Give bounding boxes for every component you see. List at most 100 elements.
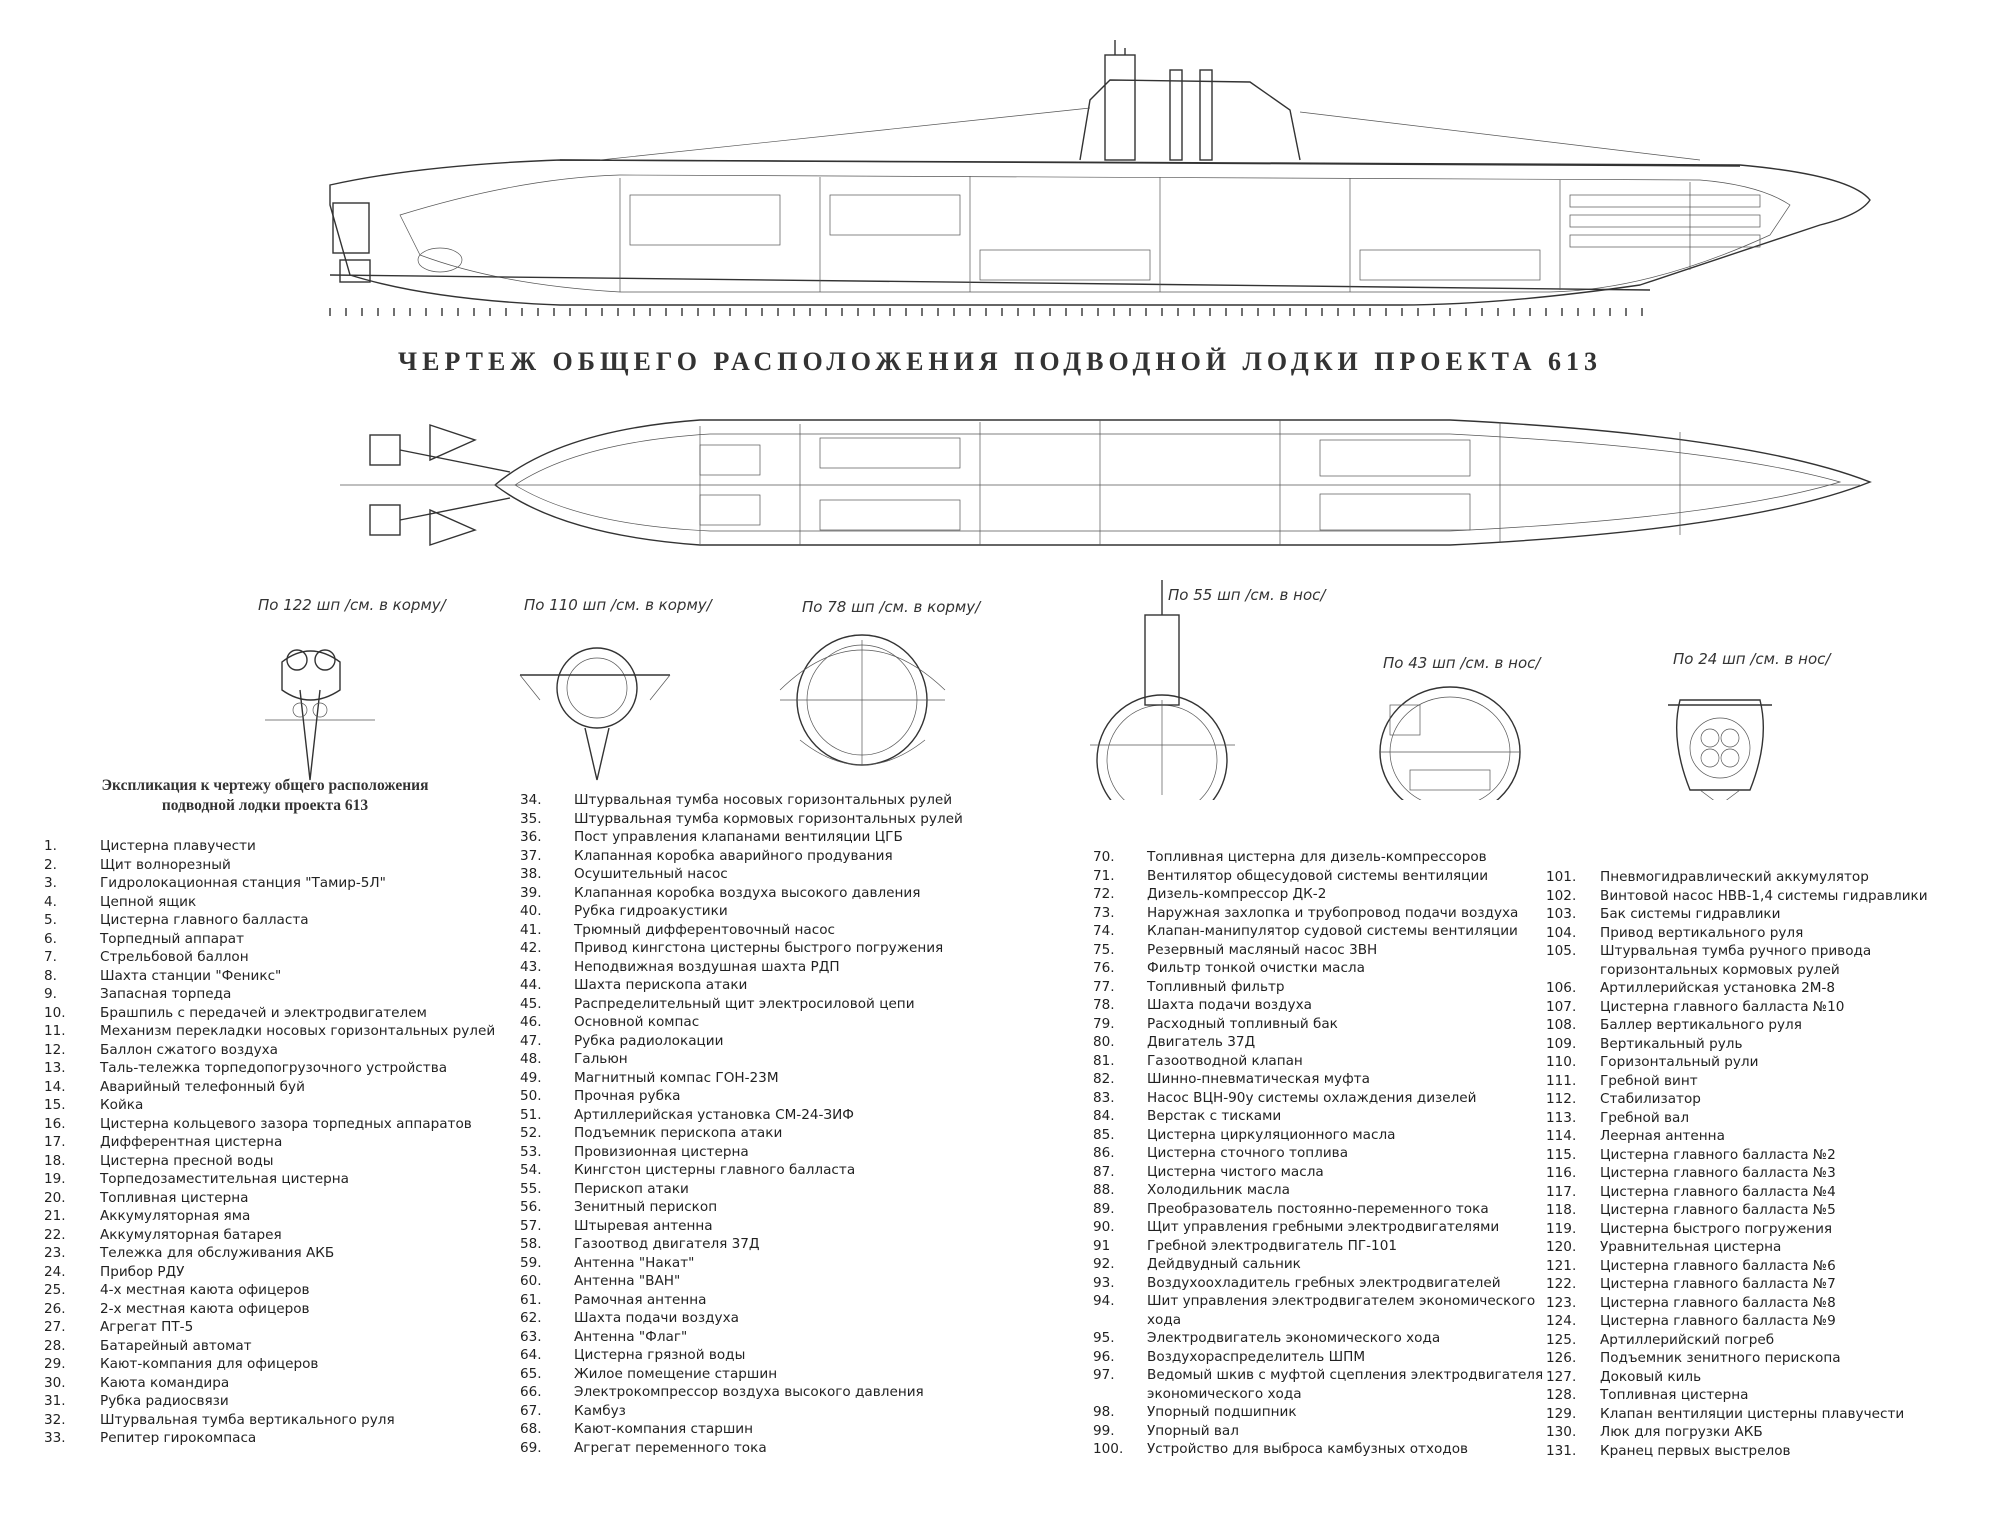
- legend-item: 129.Клапан вентиляции цистерны плавучест…: [1546, 1405, 1990, 1424]
- legend-item-number: 118.: [1546, 1202, 1577, 1218]
- legend-item-number: 117.: [1546, 1183, 1577, 1200]
- legend-item-text: Цистерна главного балласта №3: [1600, 1165, 1836, 1181]
- legend-item-text: Цистерна главного балласта №6: [1600, 1257, 1836, 1274]
- drawing-title: ЧЕРТЕЖ ОБЩЕГО РАСПОЛОЖЕНИЯ ПОДВОДНОЙ ЛОД…: [398, 347, 1602, 376]
- legend-item: 44.Шахта перископа атаки: [520, 976, 1024, 995]
- legend-item-number: 127.: [1546, 1368, 1577, 1385]
- legend-item-text: Шахта подачи воздуха: [574, 1310, 739, 1326]
- legend-item-number: 20.: [44, 1189, 66, 1206]
- legend-item-number: 33.: [44, 1430, 66, 1446]
- legend-item-text: Расходный топливный бак: [1147, 1015, 1338, 1032]
- legend-item: 88.Холодильник масла: [1093, 1181, 1547, 1200]
- legend-item-number: 74.: [1093, 923, 1115, 939]
- legend-item-number: 2.: [44, 856, 57, 873]
- legend-item-text: Дейдвудный сальник: [1147, 1256, 1301, 1272]
- legend-item-number: 26.: [44, 1300, 66, 1317]
- legend-item-text: Перископ атаки: [574, 1180, 689, 1197]
- legend-item-text: Цистерна циркуляционного масла: [1147, 1126, 1396, 1143]
- legend-item-text: Топливная цистерна для дизель-компрессор…: [1147, 849, 1487, 865]
- legend-item: 62.Шахта подачи воздуха: [520, 1309, 1024, 1328]
- legend-item-number: 19.: [44, 1171, 66, 1187]
- legend-item: 19. Торпедозаместительная цистерна: [44, 1170, 500, 1189]
- legend-item-text: Топливная цистерна: [1600, 1387, 1749, 1403]
- legend-item-text: Прибор РДУ: [100, 1263, 185, 1280]
- legend-item-number: 114.: [1546, 1128, 1577, 1144]
- legend-item-number: 82.: [1093, 1071, 1115, 1087]
- legend-item-text: Баллон сжатого воздуха: [100, 1041, 278, 1058]
- legend-item: 4.Цепной ящик: [44, 893, 500, 912]
- legend-item-number: 45.: [520, 995, 542, 1012]
- legend-item: 119.Цистерна быстрого погружения: [1546, 1220, 1990, 1239]
- legend-item-text: Шит управления электродвигателем экономи…: [1147, 1293, 1536, 1328]
- legend-item-text: Привод вертикального руля: [1600, 924, 1804, 941]
- legend-item-text: Устройство для выброса камбузных отходов: [1147, 1441, 1469, 1457]
- legend-item-number: 112.: [1546, 1091, 1577, 1107]
- legend-item-text: Торпедозаместительная цистерна: [100, 1171, 350, 1187]
- legend-item: 37.Клапанная коробка аварийного продуван…: [520, 847, 1024, 866]
- legend-item-number: 93.: [1093, 1274, 1115, 1291]
- legend-item: 55.Перископ атаки: [520, 1180, 1024, 1199]
- legend-item-number: 81.: [1093, 1052, 1115, 1069]
- legend-item: 82.Шинно-пневматическая муфта: [1093, 1070, 1547, 1089]
- legend-item-text: Осушительный насос: [574, 866, 728, 882]
- section-label-55: По 55 шп /см. в нос/: [1168, 586, 1326, 604]
- legend-item-number: 24.: [44, 1263, 66, 1280]
- legend-item: 22.Аккумуляторная батарея: [44, 1226, 500, 1245]
- legend-item-number: 1.: [44, 838, 57, 854]
- legend-item-text: Гребной винт: [1600, 1072, 1698, 1089]
- legend-item-number: 14.: [44, 1078, 66, 1095]
- legend-item: 31.Рубка радиосвязи: [44, 1392, 500, 1411]
- legend-item-number: 120.: [1546, 1239, 1577, 1255]
- legend-item-number: 44.: [520, 977, 542, 993]
- legend-item-text: Штурвальная тумба носовых горизонтальных…: [574, 792, 953, 808]
- section-24: [1668, 699, 1772, 800]
- legend-item: 49.Магнитный компас ГОН-23М: [520, 1069, 1024, 1088]
- legend-item: 48.Гальюн: [520, 1050, 1024, 1069]
- legend-item-text: Упорный вал: [1147, 1422, 1239, 1439]
- legend-item-number: 10.: [44, 1004, 66, 1021]
- legend-item: 104.Привод вертикального руля: [1546, 924, 1990, 943]
- legend-item-text: Каюта командира: [100, 1374, 230, 1391]
- legend-item-text: Рамочная антенна: [574, 1291, 707, 1308]
- legend-item: 75.Резервный масляный насос 3ВН: [1093, 941, 1547, 960]
- legend-item-number: 7.: [44, 949, 57, 965]
- legend-item: 116.Цистерна главного балласта №3: [1546, 1164, 1990, 1183]
- legend-item-text: Цистерна главного балласта: [100, 912, 309, 928]
- legend-item-text: Насос ВЦН-90у системы охлаждения дизелей: [1147, 1089, 1477, 1106]
- legend-item-number: 16.: [44, 1115, 66, 1132]
- legend-item-text: Подъемник зенитного перископа: [1600, 1350, 1841, 1366]
- legend-item-text: Стрельбовой баллон: [100, 949, 249, 965]
- legend-item-number: 4.: [44, 893, 57, 910]
- legend-item-number: 71.: [1093, 867, 1115, 884]
- legend-item-text: Электрокомпрессор воздуха высокого давле…: [574, 1384, 924, 1400]
- legend-item-text: Кают-компания для офицеров: [100, 1356, 319, 1372]
- legend-item-text: Цистерна сточного топлива: [1147, 1145, 1349, 1161]
- legend-item-number: 110.: [1546, 1054, 1577, 1070]
- legend-item-text: Репитер гирокомпаса: [100, 1430, 257, 1446]
- section-label-78: По 78 шп /см. в корму/: [802, 598, 981, 616]
- legend-item: 20.Топливная цистерна: [44, 1189, 500, 1208]
- legend-item-number: 75.: [1093, 941, 1115, 958]
- legend-item-text: Рубка гидроакустики: [574, 903, 728, 919]
- legend-item: 3.Гидролокационная станция "Тамир-5Л": [44, 874, 500, 893]
- legend-item: 24. Прибор РДУ: [44, 1263, 500, 1282]
- legend-item: 45.Распределительный щит электросиловой …: [520, 995, 1024, 1014]
- legend-item-number: 72.: [1093, 886, 1115, 902]
- legend-item-number: 12.: [44, 1041, 66, 1058]
- legend-item-text: Прочная рубка: [574, 1088, 681, 1104]
- legend-item: 16. Цистерна кольцевого зазора торпедных …: [44, 1115, 500, 1134]
- legend-item: 105.Штурвальная тумба ручного привода го…: [1546, 942, 1990, 979]
- legend-item: 41.Трюмный дифферентовочный насос: [520, 921, 1024, 940]
- legend-item-text: Антенна "Флаг": [574, 1328, 688, 1345]
- legend-item: 130.Люк для погрузки АКБ: [1546, 1423, 1990, 1442]
- legend-item-text: Щит управления гребными электродвигателя…: [1147, 1219, 1500, 1235]
- legend-item-number: 70.: [1093, 849, 1115, 865]
- legend-heading-line1: Экспликация к чертежу общего расположени…: [101, 777, 429, 794]
- legend-item-text: Рубка радиолокации: [574, 1032, 724, 1049]
- legend-item: 115.Цистерна главного балласта №2: [1546, 1146, 1990, 1165]
- legend-item-number: 5.: [44, 912, 57, 928]
- legend-item-text: Цистерна кольцевого зазора торпедных апп…: [100, 1115, 472, 1132]
- legend-item-text: Цистерна главного балласта №10: [1600, 998, 1845, 1015]
- section-55: [1090, 580, 1235, 800]
